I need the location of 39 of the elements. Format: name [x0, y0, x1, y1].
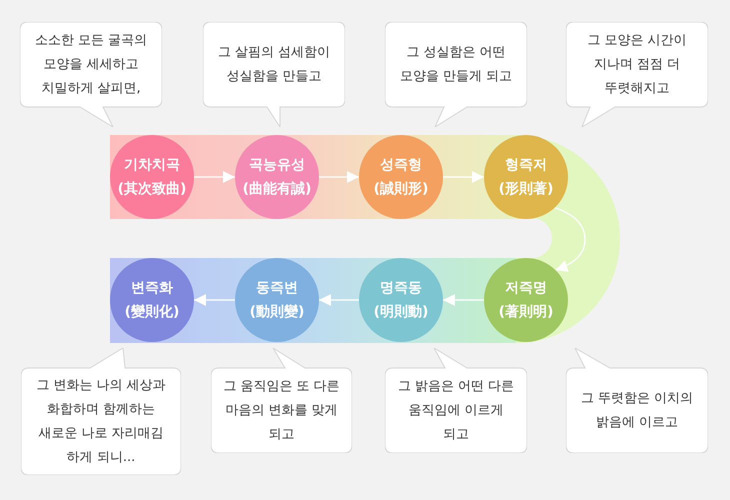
arrow	[194, 294, 235, 306]
speech-bubble	[211, 348, 352, 453]
bubble-text: 소소한 모든 굴곡의 모양을 세세하고 치밀하게 살피면,	[34, 32, 148, 98]
speech-bubble	[21, 348, 181, 475]
speech-bubble	[203, 22, 345, 127]
step-title: 형즉저	[505, 156, 547, 175]
speech-bubble	[566, 22, 708, 127]
arrow	[319, 171, 359, 183]
step-title: 성즉형	[380, 156, 422, 175]
step-hanja: (明則動)	[374, 303, 428, 322]
bubble-text: 그 성실함은 어떤 모양을 만들게 되고	[398, 44, 514, 86]
bubble-text: 그 변화는 나의 세상과 화합하며 함께하는 새로운 나로 자리매김 하게 되니...	[35, 376, 167, 466]
speech-bubble	[385, 348, 527, 453]
bubble-text: 그 살핌의 섬세함이 성실함을 만들고	[216, 44, 332, 86]
step-hanja: (曲能有誠)	[242, 180, 312, 199]
bubble-text: 그 뚜렷함은 이치의 밝음에 이르고	[580, 390, 694, 432]
step-hanja: (其次致曲)	[118, 180, 186, 199]
step-hanja: (形則著)	[498, 180, 554, 199]
speech-bubble	[566, 348, 708, 453]
bubble-text: 그 모양은 시간이 지나며 점점 더 뚜렷해지고	[586, 32, 688, 98]
step-title: 기차치곡	[124, 156, 180, 175]
step-title: 명즉동	[380, 279, 422, 298]
arrow	[319, 294, 359, 306]
bubble-text: 그 밝음은 어떤 다른 움직임에 이르게 되고	[397, 378, 515, 444]
step-hanja: (變則化)	[124, 303, 180, 322]
step-hanja: (誠則形)	[374, 180, 428, 199]
step-title: 곡능유성	[249, 156, 305, 175]
speech-bubble	[20, 22, 162, 127]
step-hanja: (著則明)	[498, 303, 554, 322]
bubble-text: 그 움직임은 또 다른 마음의 변화를 맞게 되고	[223, 378, 340, 444]
arrow	[443, 171, 484, 183]
step-title: 동즉변	[256, 279, 298, 298]
speech-bubble	[385, 22, 527, 127]
arrow	[443, 294, 484, 306]
step-title: 변즉화	[131, 279, 173, 298]
arrow	[194, 171, 235, 183]
step-hanja: (動則變)	[250, 303, 304, 322]
arrow	[554, 206, 586, 272]
step-title: 저즉명	[505, 279, 547, 298]
